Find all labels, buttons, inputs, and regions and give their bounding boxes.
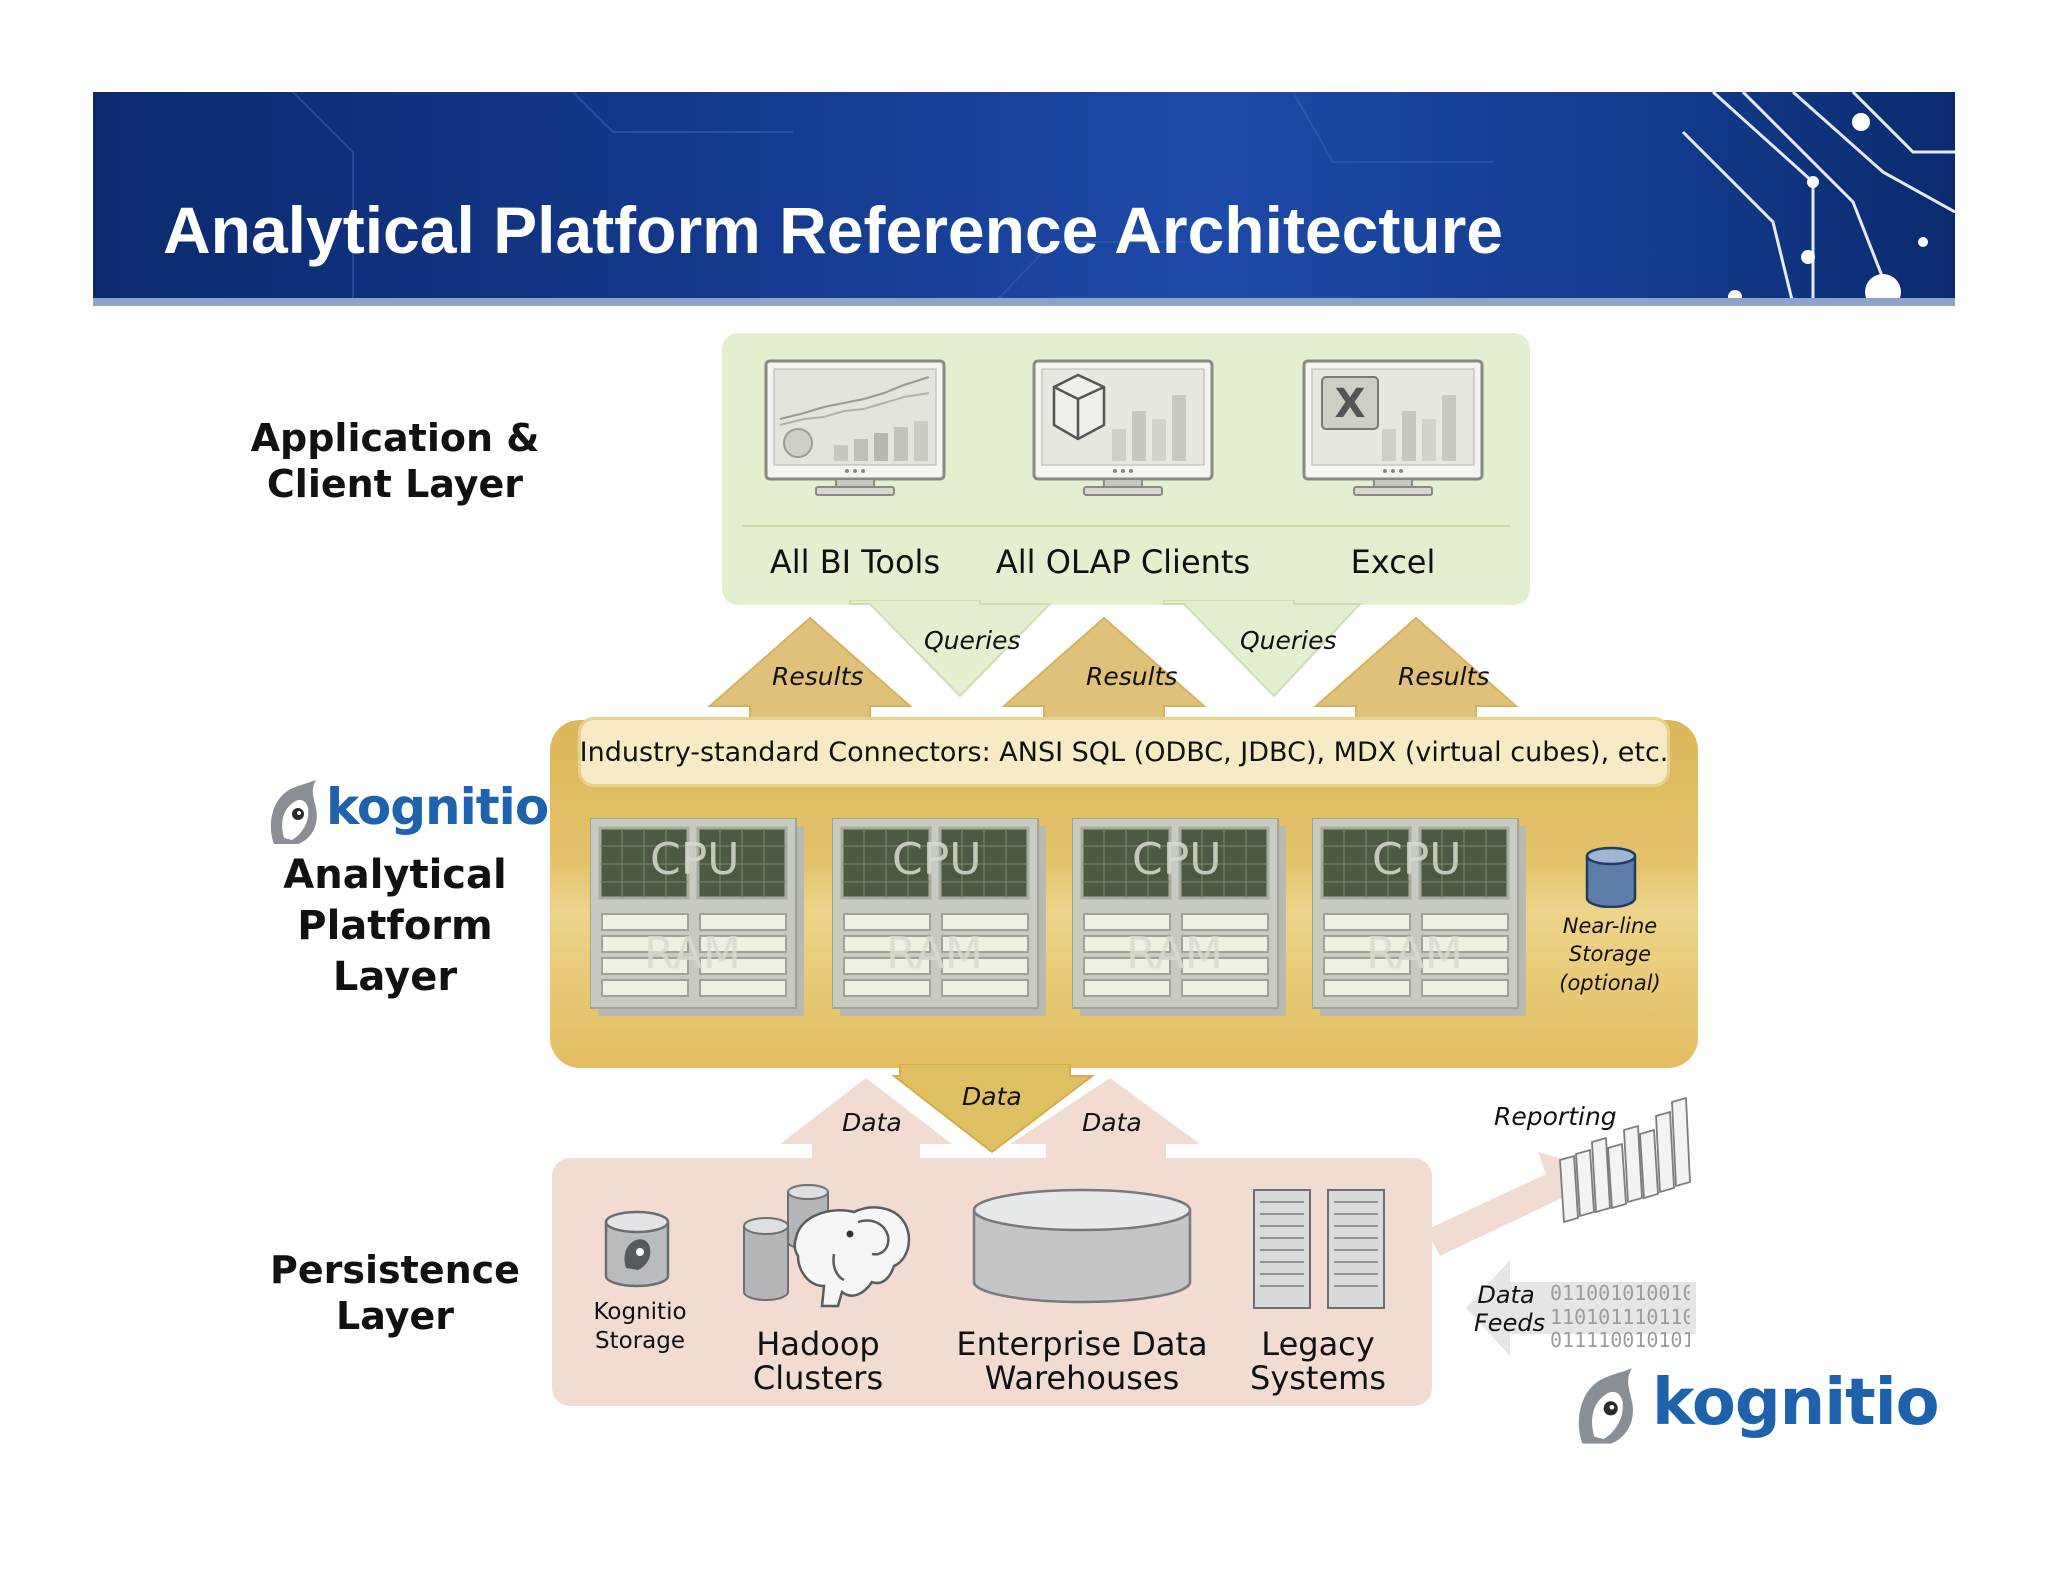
reporting-bar-chart-icon [1556,1096,1696,1224]
banner-divider [93,298,1955,306]
data-down-label: Data [962,1082,1022,1111]
monitor-excel-icon: X [1302,359,1484,496]
results-label-2: Results [1086,662,1178,691]
queries-label-2: Queries [1240,626,1337,655]
persistence-layer-label: Persistence Layer [270,1248,520,1338]
binary-data-text: 011001010010 110101110110 011110010101 [1550,1282,1690,1353]
kognitio-storage-icon [602,1210,672,1290]
client-label-olap: All OLAP Clients [995,543,1251,581]
hadoop-clusters-label: Hadoop Clusters [752,1325,884,1397]
data-up-arrow-2 [1010,1078,1200,1168]
results-label-1: Results [772,662,864,691]
results-arrow-3 [1313,616,1519,723]
reporting-label: Reporting [1494,1102,1617,1131]
monitor-chart-icon [764,359,946,496]
client-label-bi-tools: All BI Tools [769,543,941,581]
cpu-label-1: CPU [650,834,740,885]
application-layer-label: Application & Client Layer [250,416,540,506]
circuit-decoration-icon [292,92,1955,304]
data-feeds-label: Data Feeds [1474,1281,1546,1337]
kognitio-logo-text: kognitio [326,778,549,836]
nearline-storage-icon [1584,846,1638,909]
enterprise-data-warehouses-label: Enterprise Data Warehouses [956,1325,1208,1397]
hadoop-elephant-icon [738,1182,918,1312]
monitor-cube-icon [1032,359,1214,496]
server-node-3: CPU RAM [1071,817,1292,1018]
data-up-arrow-1 [780,1078,952,1168]
queries-arrow-2 [1163,600,1363,698]
queries-label-1: Queries [924,626,1021,655]
kognitio-footer-logo-text: kognitio [1652,1366,1940,1440]
ram-label-1: RAM [644,928,741,979]
connectors-bar: Industry-standard Connectors: ANSI SQL (… [578,717,1670,787]
persistence-layer-panel: Kognitio Storage Hadoop Clusters Enterpr… [552,1158,1432,1406]
nearline-storage-label: Near-line Storage (optional) [1559,914,1661,995]
server-rack-icon [1252,1188,1386,1312]
panel-divider [742,525,1510,527]
data-down-arrow [891,1064,1095,1154]
cpu-label-3: CPU [1132,834,1222,885]
kognitio-owl-icon [1570,1366,1642,1446]
svg-text:X: X [1335,381,1366,427]
server-node-2: CPU RAM [831,817,1052,1018]
ram-label-4: RAM [1366,928,1463,979]
warehouse-cylinder-icon [970,1188,1194,1306]
legacy-systems-label: Legacy Systems [1250,1325,1386,1397]
data-flow-arrows [780,1064,1200,1168]
ram-label-3: RAM [1126,928,1223,979]
data-feeds-arrow [1466,1260,1696,1356]
queries-arrow-1 [849,600,1053,698]
cpu-label-2: CPU [892,834,982,885]
data-up-label-2: Data [1082,1108,1142,1137]
platform-layer-label: Analytical Platform Layer [283,852,507,1000]
data-up-label-1: Data [842,1108,902,1137]
application-layer-panel: All BI Tools All OLAP Clients [722,333,1530,605]
kognitio-storage-label: Kognitio Storage [593,1299,687,1354]
cpu-label-4: CPU [1372,834,1462,885]
server-node-4: CPU RAM [1311,817,1532,1018]
page-title: Analytical Platform Reference Architectu… [163,193,1504,267]
results-arrow-1 [707,616,913,723]
query-result-arrows [707,600,1519,723]
client-label-excel: Excel [1350,543,1436,581]
ram-label-2: RAM [886,928,983,979]
reporting-arrow [1426,1152,1696,1356]
kognitio-owl-icon [264,778,324,846]
server-node-1: CPU RAM [589,817,810,1018]
results-arrow-2 [1001,616,1207,723]
header-banner: Analytical Platform Reference Architectu… [93,92,1955,304]
results-label-3: Results [1398,662,1490,691]
